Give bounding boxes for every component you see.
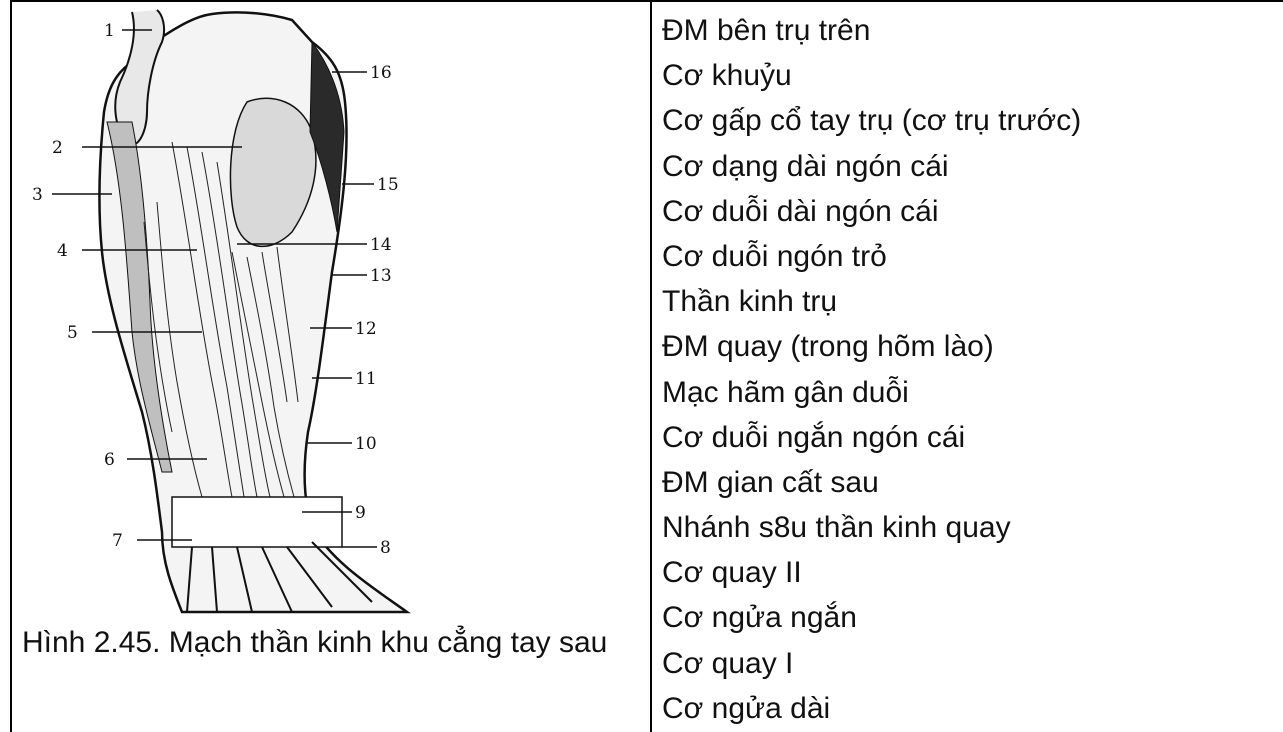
- label-item: Thần kinh trụ: [662, 279, 1081, 324]
- label-item: Cơ khuỷu: [662, 53, 1081, 98]
- figure-number-12: 12: [355, 319, 377, 339]
- figure-cell: 1 2 3 4 5 6 7 16: [12, 2, 650, 732]
- label-item: Mạc hãm gân duỗi: [662, 370, 1081, 415]
- forearm-illustration: 1 2 3 4 5 6 7 16: [12, 2, 650, 614]
- label-item: Cơ quay I: [662, 641, 1081, 686]
- figure-number-10: 10: [355, 434, 377, 454]
- labels-cell: ĐM bên trụ trên Cơ khuỷu Cơ gấp cổ tay t…: [662, 2, 1272, 732]
- extensor-retinaculum: [172, 497, 342, 547]
- label-item: Cơ ngửa ngắn: [662, 595, 1081, 640]
- label-item: Cơ duỗi dài ngón cái: [662, 189, 1081, 234]
- anatomy-figure: 1 2 3 4 5 6 7 16: [12, 2, 650, 614]
- column-divider: [650, 0, 652, 732]
- label-item: Cơ duỗi ngắn ngón cái: [662, 415, 1081, 460]
- figure-number-1: 1: [104, 21, 115, 41]
- figure-number-13: 13: [370, 266, 392, 286]
- label-item: ĐM quay (trong hõm lào): [662, 324, 1081, 369]
- label-item: Cơ ngửa dài: [662, 686, 1081, 731]
- label-item: Cơ gấp cổ tay trụ (cơ trụ trước): [662, 98, 1081, 143]
- figure-caption: Hình 2.45. Mạch thần kinh khu cẳng tay s…: [22, 620, 642, 665]
- figure-number-3: 3: [32, 185, 43, 205]
- figure-number-5: 5: [67, 323, 78, 343]
- figure-number-16: 16: [370, 63, 392, 83]
- figure-number-11: 11: [355, 369, 377, 389]
- figure-number-8: 8: [380, 538, 391, 558]
- label-item: Cơ duỗi ngón trỏ: [662, 234, 1081, 279]
- figure-number-15: 15: [377, 175, 399, 195]
- figure-number-9: 9: [355, 503, 366, 523]
- label-item: Cơ dạng dài ngón cái: [662, 144, 1081, 189]
- figure-number-7: 7: [112, 531, 123, 551]
- label-item: ĐM bên trụ trên: [662, 8, 1081, 53]
- figure-number-2: 2: [52, 138, 63, 158]
- label-list: ĐM bên trụ trên Cơ khuỷu Cơ gấp cổ tay t…: [662, 8, 1081, 731]
- label-item: Nhánh s8u thần kinh quay: [662, 505, 1081, 550]
- figure-number-6: 6: [104, 450, 115, 470]
- figure-number-4: 4: [57, 241, 68, 261]
- label-item: ĐM gian cất sau: [662, 460, 1081, 505]
- label-item: Cơ quay II: [662, 550, 1081, 595]
- figure-number-14: 14: [370, 235, 392, 255]
